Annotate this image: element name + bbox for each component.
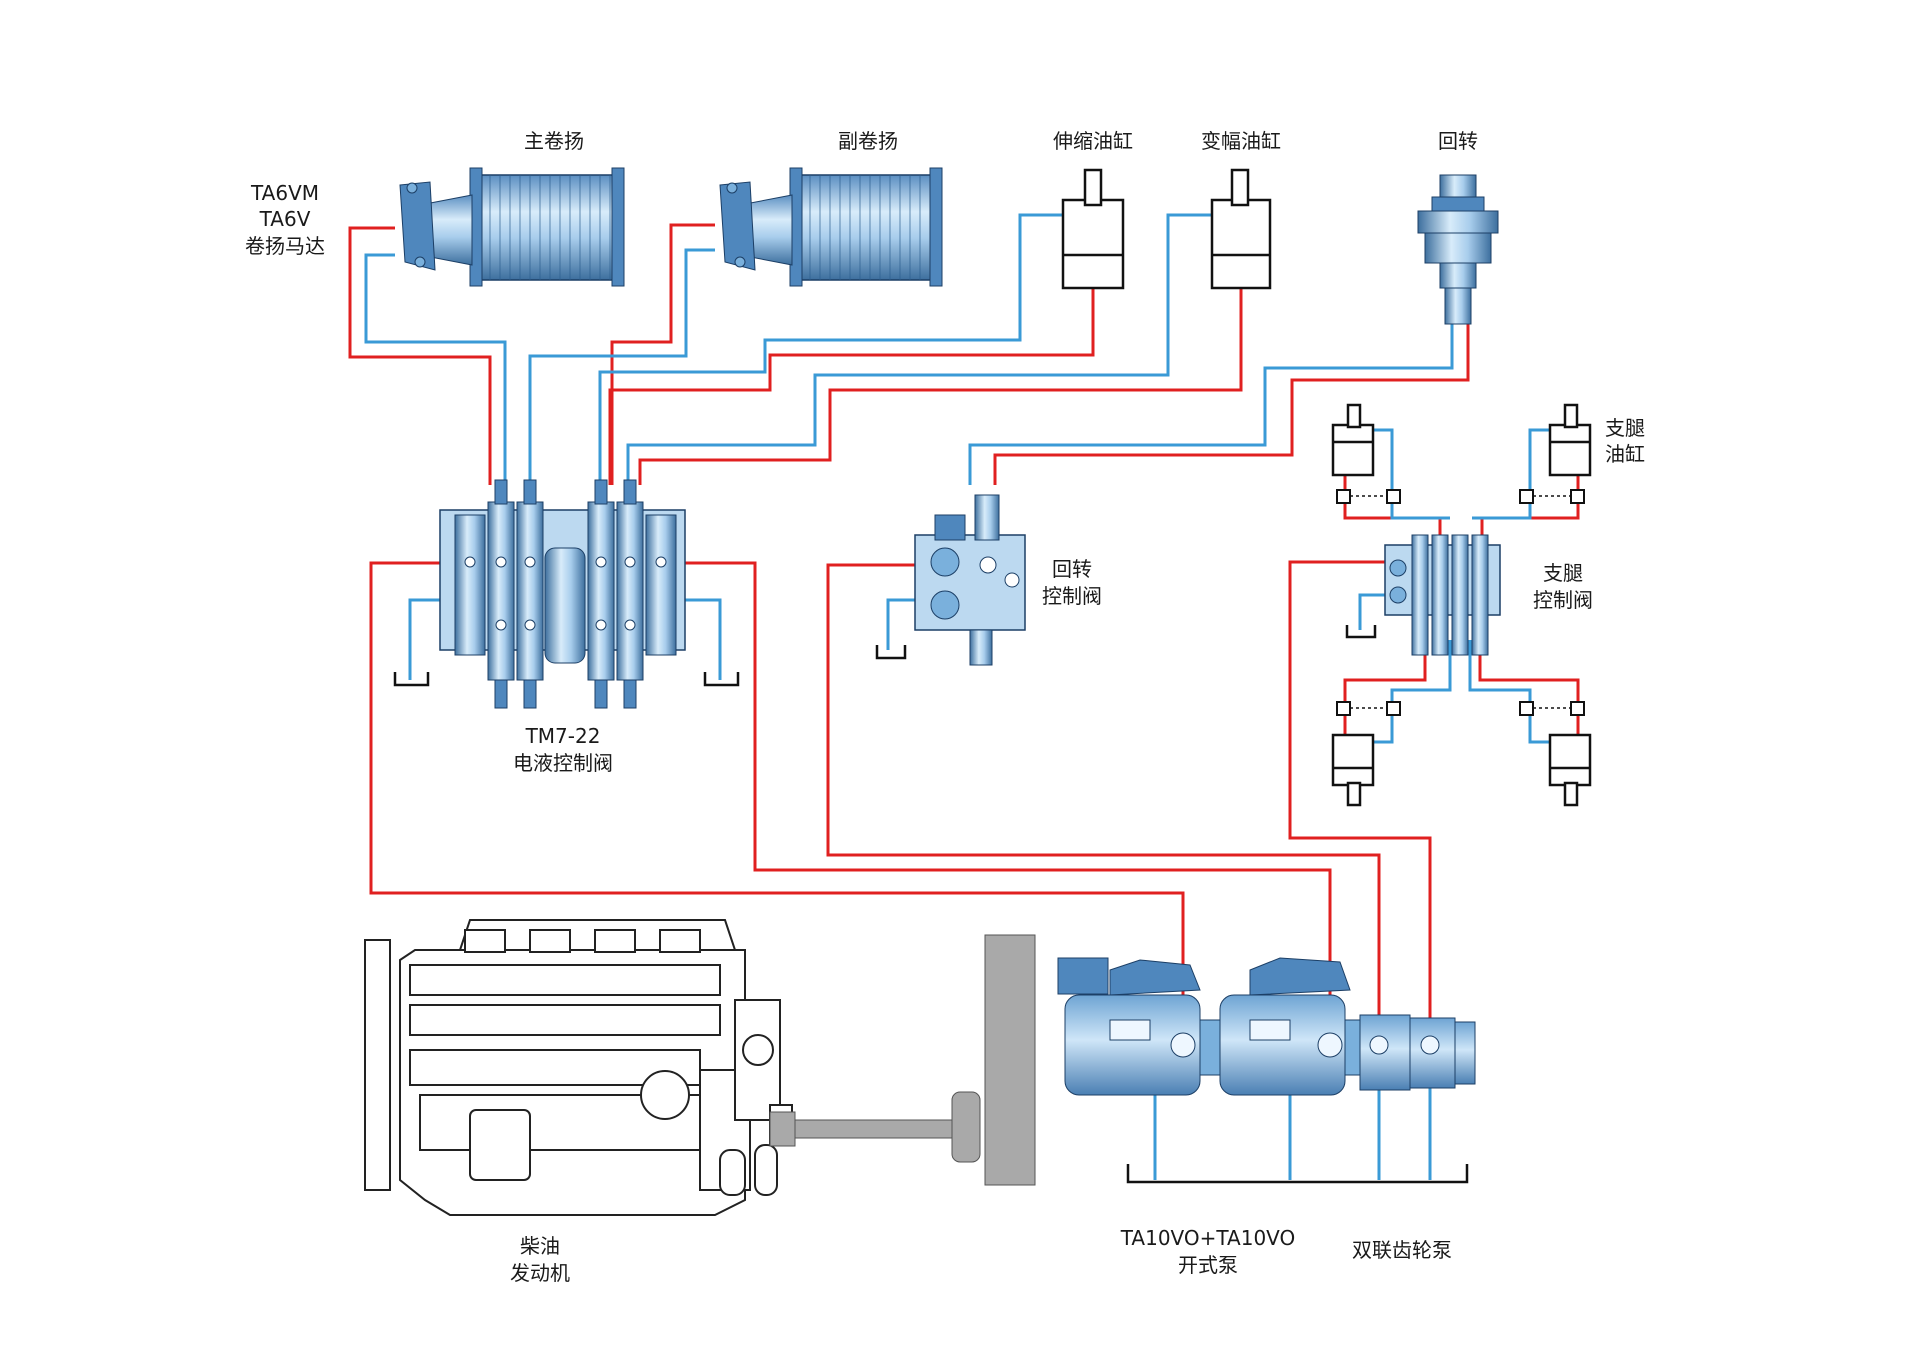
- motor-label-line2: TA6V: [259, 207, 311, 231]
- outrigger-cylinder-tr: [1548, 403, 1592, 477]
- slewing-control-valve: [914, 494, 1026, 666]
- main-winch-label: 主卷扬: [524, 129, 584, 153]
- motor-label-line3: 卷扬马达: [245, 234, 325, 258]
- telescopic-cylinder-symbol: [1061, 168, 1125, 290]
- outrigger-control-valve: [1384, 534, 1501, 656]
- aux-winch-label: 副卷扬: [838, 129, 898, 153]
- main-winch: [399, 167, 625, 287]
- slewing-label: 回转: [1438, 129, 1478, 153]
- return-lines: [364, 213, 1562, 1180]
- check-valve-pilots: [1350, 495, 1571, 709]
- luffing-cylinder-symbol: [1210, 168, 1272, 290]
- slewing-valve-label-line2: 控制阀: [1042, 584, 1102, 608]
- gear-pump-label: 双联齿轮泵: [1352, 1238, 1452, 1262]
- outrigger-cylinder-bl: [1331, 733, 1375, 807]
- drive-shaft: [769, 934, 1036, 1186]
- main-valve-label-line2: 电液控制阀: [513, 751, 613, 775]
- open-pump-1: [1057, 957, 1221, 1096]
- open-pump-label-line2: 开式泵: [1178, 1253, 1238, 1277]
- outrigger-valve-label-line2: 控制阀: [1533, 588, 1593, 612]
- luffing-cylinder-label: 变幅油缸: [1201, 129, 1281, 153]
- outrigger-cylinders: [1331, 403, 1592, 807]
- gear-pump: [1359, 1014, 1476, 1091]
- engine-label-line2: 发动机: [510, 1261, 570, 1285]
- outrigger-valve-label-line1: 支腿: [1543, 561, 1583, 585]
- slewing-valve-label-line1: 回转: [1052, 557, 1092, 581]
- main-control-valve: [439, 479, 686, 709]
- engine-label-line1: 柴油: [520, 1234, 560, 1258]
- motor-label-line1: TA6VM: [250, 181, 320, 205]
- outrigger-cylinder-label-line2: 油缸: [1605, 442, 1645, 466]
- outrigger-cylinder-br: [1548, 733, 1592, 807]
- outrigger-cylinder-tl: [1331, 403, 1375, 477]
- outrigger-cylinder-label-line1: 支腿: [1605, 416, 1645, 440]
- diesel-engine: [364, 919, 793, 1216]
- open-pump-2: [1219, 957, 1361, 1096]
- open-pump-label-line1: TA10VO+TA10VO: [1120, 1226, 1296, 1250]
- tank-symbols: [393, 625, 1469, 1184]
- telescopic-cylinder-label: 伸缩油缸: [1053, 129, 1133, 153]
- aux-winch: [719, 167, 943, 287]
- main-valve-label-line1: TM7-22: [525, 724, 601, 748]
- slewing-reducer: [1417, 174, 1499, 325]
